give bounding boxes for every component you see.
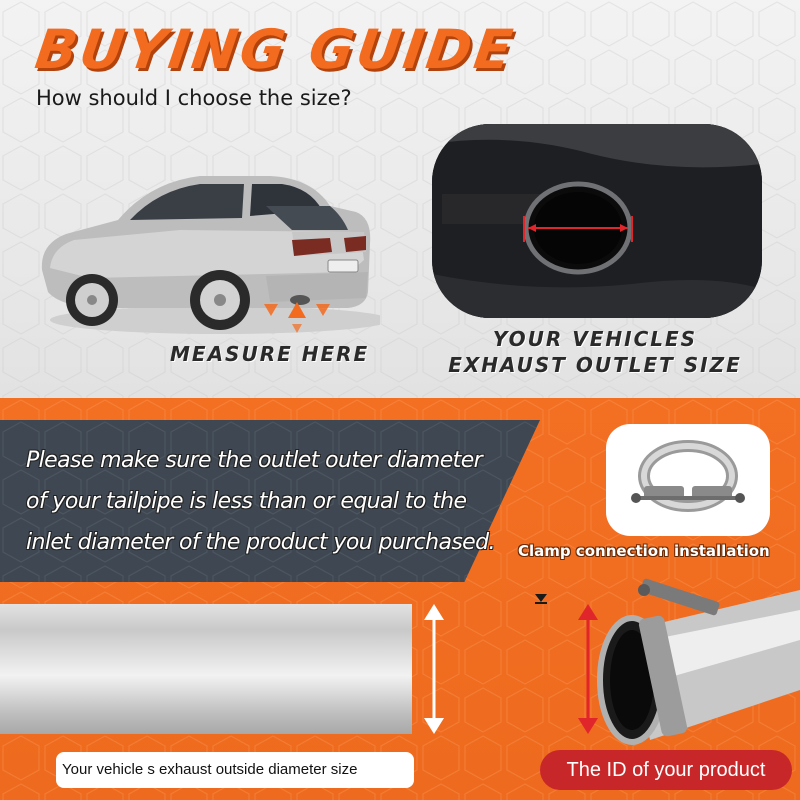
product-id-arrow-icon [578,604,598,734]
note-line1: Please make sure the outlet outer diamet… [26,448,483,473]
product-id-badge: The ID of your product [540,750,792,790]
product-id-badge-text: The ID of your product [566,759,766,781]
page-subtitle: How should I choose the size? [36,86,352,110]
measure-here-label: MEASURE HERE [170,342,370,366]
note-line3: inlet diameter of the product you purcha… [26,530,495,555]
clamp-icon [631,440,745,512]
measure-here-arrows-icon [264,302,330,333]
tailpipe-tube-image [0,604,412,734]
outside-diameter-caption: Your vehicle s exhaust outside diameter … [56,752,414,788]
top-panel: BUYING GUIDE How should I choose the siz… [0,0,800,398]
exhaust-outlet-photo [432,124,762,318]
clamp-caption: Clamp connection installation [518,542,770,560]
clamp-image-card [606,424,770,536]
exhaust-outlet-size-label: YOUR VEHICLES EXHAUST OUTLET SIZE [420,326,770,378]
outlet-label-line2: EXHAUST OUTLET SIZE [448,353,742,377]
tube-diameter-arrow-icon [424,604,444,734]
size-instruction-note: Please make sure the outlet outer diamet… [26,440,496,563]
outlet-label-line1: YOUR VEHICLES [492,327,698,351]
page-title: BUYING GUIDE [31,18,519,81]
note-line2: of your tailpipe is less than or equal t… [26,489,467,514]
outside-diameter-caption-text: Your vehicle s exhaust outside diameter … [62,761,358,778]
pipe-with-clamp-image [597,578,800,745]
down-arrow-icon [535,594,547,604]
note-band [0,420,540,582]
